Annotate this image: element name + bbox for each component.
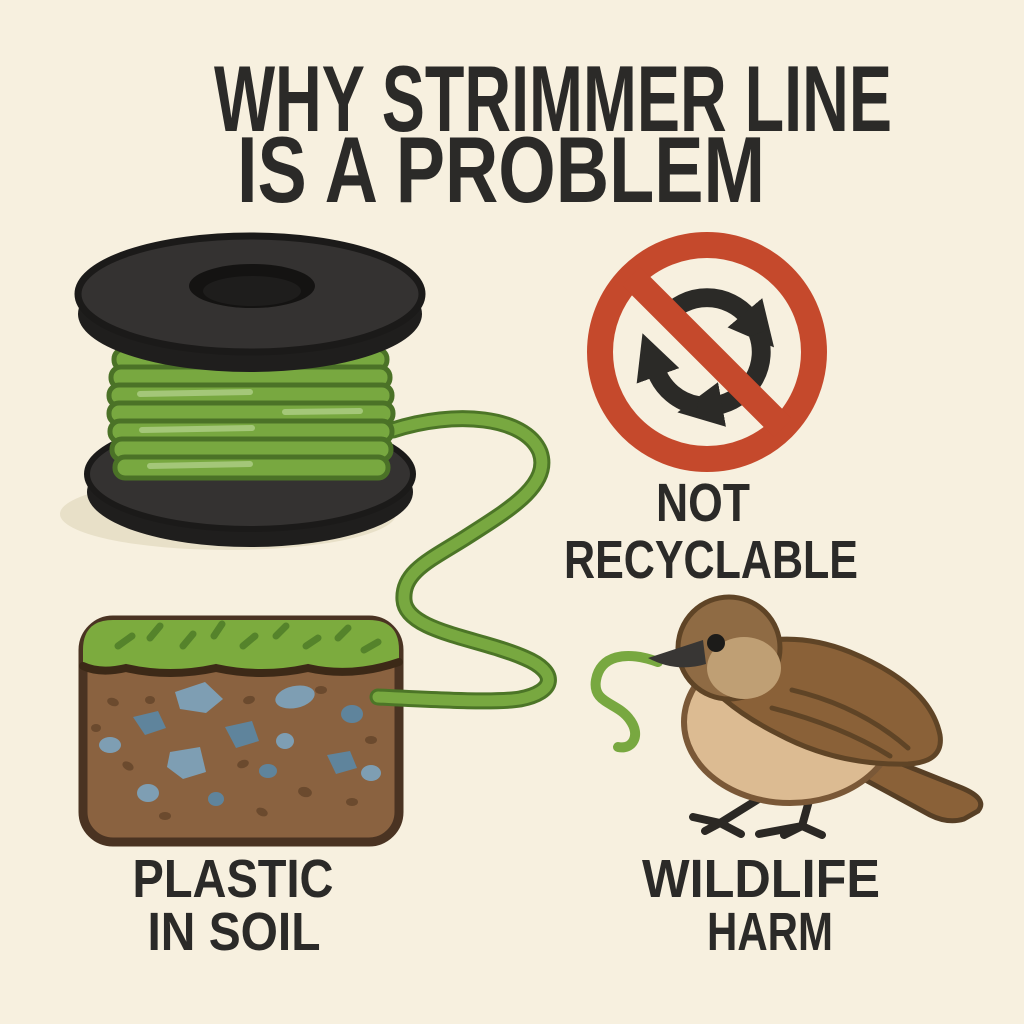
plastic-fragment bbox=[259, 764, 277, 778]
plastic-fragment bbox=[341, 705, 363, 723]
bird-leg bbox=[755, 786, 826, 839]
pebble bbox=[159, 812, 171, 820]
pebble bbox=[145, 696, 155, 704]
grass-blade bbox=[239, 632, 259, 650]
prohibition-sign bbox=[587, 232, 827, 472]
grass-blade bbox=[210, 620, 226, 640]
grass-blade bbox=[114, 632, 136, 650]
grass-blades bbox=[114, 620, 382, 654]
plastic-fragments-light bbox=[99, 682, 381, 802]
recycle-arrow bbox=[636, 333, 700, 415]
bird-legs bbox=[689, 786, 826, 839]
bird-illustration bbox=[590, 594, 984, 839]
bird-eye bbox=[707, 634, 725, 652]
feather-line bbox=[789, 687, 911, 751]
wing-feather-lines bbox=[769, 687, 911, 759]
plastic-fragment bbox=[327, 751, 357, 774]
trail-line bbox=[372, 413, 554, 707]
plastic-fragment bbox=[275, 685, 315, 709]
grass-blade bbox=[360, 638, 382, 654]
plastic-fragment bbox=[361, 765, 381, 781]
pebble bbox=[298, 786, 312, 798]
soil-cross-section-illustration bbox=[78, 615, 404, 847]
coil-row bbox=[112, 454, 391, 481]
pebble bbox=[107, 697, 119, 707]
prohibition-ring bbox=[587, 232, 827, 472]
plastic-fragment bbox=[225, 721, 259, 748]
no-recycling-icon bbox=[587, 232, 827, 472]
pebble bbox=[256, 807, 268, 817]
grass-blade bbox=[146, 622, 164, 642]
plastic-fragments-dark bbox=[133, 705, 363, 806]
title-line-1: WHY STRIMMER LINE bbox=[214, 46, 892, 151]
pebble bbox=[237, 759, 249, 769]
plastic-in-soil-caption-line2: IN SOIL bbox=[148, 902, 321, 962]
prohibition-slash bbox=[621, 266, 793, 438]
plastic-fragment bbox=[167, 747, 206, 779]
strimmer-line-spool-illustration bbox=[60, 232, 426, 550]
bird-leg bbox=[689, 791, 769, 838]
plastic-fragment bbox=[133, 711, 166, 735]
bird-beak bbox=[648, 640, 706, 668]
plastic-fragment bbox=[208, 792, 224, 806]
pebble bbox=[365, 736, 377, 744]
wildlife-harm-caption-line1: WILDLIFE bbox=[642, 849, 880, 909]
grass-blade bbox=[302, 634, 322, 650]
pebble bbox=[315, 686, 327, 694]
line-in-beak bbox=[590, 651, 663, 753]
bird-tail bbox=[854, 748, 984, 824]
page-title: WHY STRIMMER LINE IS A PROBLEM bbox=[214, 46, 892, 222]
coil-highlight bbox=[147, 461, 253, 469]
not-recyclable-caption-line2: RECYCLABLE bbox=[564, 530, 858, 590]
bird-face-patch bbox=[707, 637, 781, 699]
plastic-in-soil-caption-line1: PLASTIC bbox=[133, 849, 334, 909]
wildlife-harm-caption-line2: HARM bbox=[707, 902, 833, 962]
recycle-arrow bbox=[677, 330, 771, 427]
spool-hole-inner bbox=[203, 276, 301, 306]
plastic-fragment bbox=[276, 733, 294, 749]
feather-line bbox=[769, 705, 893, 759]
grass-soil-seam bbox=[79, 658, 403, 677]
coil-highlight bbox=[282, 408, 363, 415]
grass-blade bbox=[334, 624, 352, 642]
grass-blade bbox=[179, 630, 197, 650]
not-recyclable-caption-line1: NOT bbox=[656, 473, 750, 533]
pebble bbox=[91, 724, 101, 732]
coil-highlight bbox=[139, 425, 255, 433]
plastic-fragment bbox=[137, 784, 159, 802]
grass-blade bbox=[272, 622, 290, 640]
soil-pebbles bbox=[91, 686, 377, 820]
strimmer-line-trail bbox=[369, 410, 557, 710]
title-line-2: IS A PROBLEM bbox=[237, 117, 765, 222]
pebble bbox=[243, 695, 255, 705]
pebble bbox=[346, 798, 358, 806]
coil-highlight bbox=[137, 389, 253, 397]
spool-top-flange bbox=[74, 232, 426, 372]
plastic-fragment bbox=[175, 682, 223, 713]
captions: NOT RECYCLABLE PLASTIC IN SOIL WILDLIFE … bbox=[133, 473, 881, 962]
plastic-fragment bbox=[99, 737, 121, 753]
pebble bbox=[122, 761, 134, 771]
